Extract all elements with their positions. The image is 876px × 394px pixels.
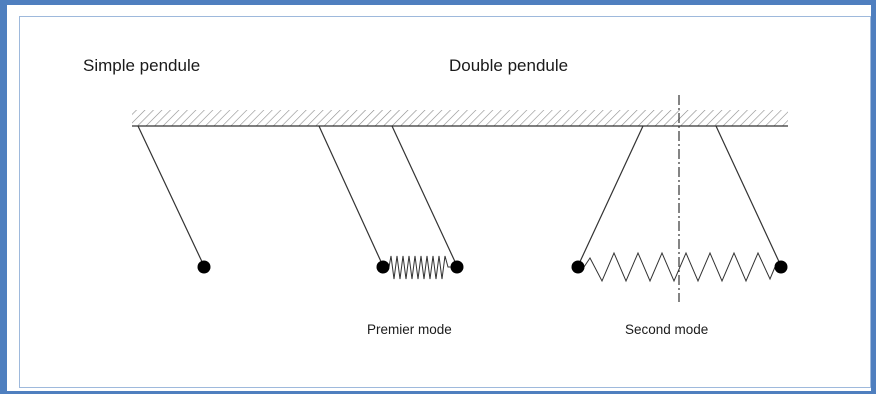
figure-inner-border bbox=[19, 16, 871, 388]
second-mode-rod-left bbox=[577, 125, 644, 267]
double-pendulum-title: Double pendule bbox=[449, 56, 569, 75]
second-mode-mass-right bbox=[774, 260, 788, 274]
first-mode-spring bbox=[388, 255, 451, 280]
ceiling-hatch bbox=[132, 110, 788, 126]
first-mode-mass-left bbox=[376, 260, 390, 274]
simple-pendulum-title: Simple pendule bbox=[83, 56, 201, 75]
simple-pendulum-rod bbox=[137, 125, 205, 267]
second-mode-spring bbox=[583, 251, 776, 283]
first-mode-rod-right bbox=[391, 125, 458, 267]
simple-pendulum bbox=[137, 125, 211, 274]
simple-pendulum-mass bbox=[197, 260, 211, 274]
first-mode-pendulum bbox=[318, 125, 464, 280]
first-mode-mass-right bbox=[450, 260, 464, 274]
second-mode-rod-right bbox=[715, 125, 782, 267]
second-mode-label: Second mode bbox=[625, 322, 709, 337]
second-mode-mass-left bbox=[571, 260, 585, 274]
first-mode-label: Premier mode bbox=[367, 322, 452, 337]
second-mode-pendulum bbox=[571, 125, 788, 283]
first-mode-rod-left bbox=[318, 125, 384, 267]
